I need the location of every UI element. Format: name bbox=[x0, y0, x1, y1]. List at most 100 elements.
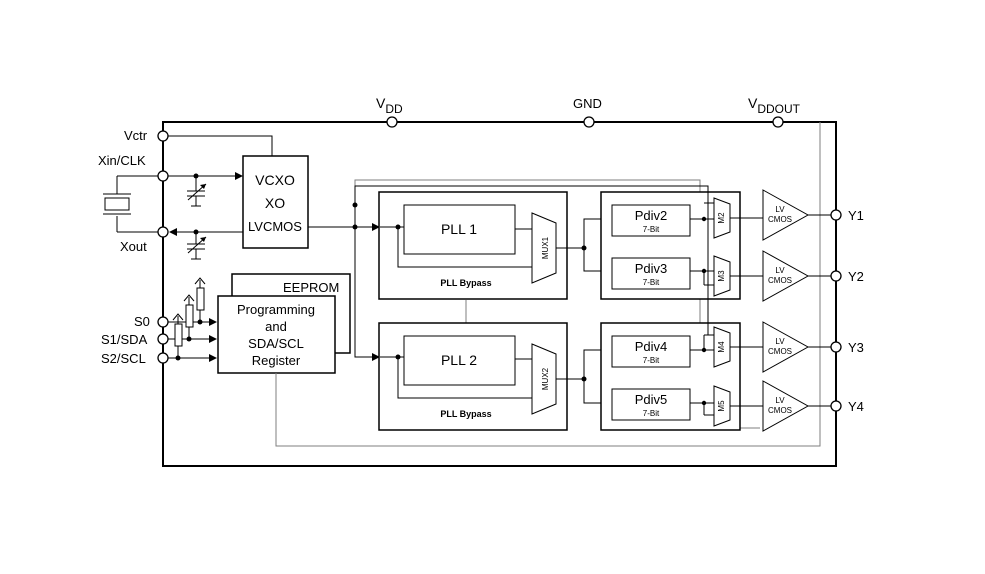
y1-label: Y1 bbox=[848, 208, 864, 223]
pdiv4-label: Pdiv4 bbox=[635, 339, 668, 354]
s1-pin-circle bbox=[157, 333, 169, 345]
xout-variable-capacitor-icon bbox=[187, 232, 207, 260]
programming-register-block: Programming and SDA/SCL Register bbox=[217, 295, 336, 374]
y2-pin-circle bbox=[830, 270, 842, 282]
s0-pullup-resistor-icon bbox=[196, 287, 205, 311]
pdiv5-label: Pdiv5 bbox=[635, 392, 668, 407]
chip-outline bbox=[162, 121, 837, 467]
pdiv5-block bbox=[611, 388, 691, 421]
xin-pin-circle bbox=[157, 170, 169, 182]
pdiv3-bits-label: 7-Bit bbox=[643, 278, 660, 287]
s0-label: S0 bbox=[134, 314, 150, 329]
mux2-shape bbox=[531, 343, 557, 415]
buffer-y4: LV CMOS bbox=[762, 380, 810, 432]
lvcmos-osc-label: LVCMOS bbox=[248, 219, 302, 234]
pll1-core bbox=[403, 204, 516, 255]
mux-to-buffer-wires bbox=[730, 217, 763, 407]
buffer-y3-lv-label: LV bbox=[775, 337, 785, 346]
xin-label: Xin/CLK bbox=[98, 153, 146, 168]
m3-shape bbox=[713, 255, 731, 297]
pdiv5-bits-label: 7-Bit bbox=[643, 409, 660, 418]
pll1-bypass-label: PLL Bypass bbox=[440, 278, 491, 288]
pdiv3-label: Pdiv3 bbox=[635, 261, 668, 276]
sda-scl-label: SDA/SCL bbox=[248, 336, 304, 351]
m4-shape bbox=[713, 326, 731, 368]
eeprom-label: EEPROM bbox=[283, 280, 339, 295]
m5-label: M5 bbox=[717, 400, 726, 412]
pdiv4-bits-label: 7-Bit bbox=[643, 356, 660, 365]
buffer-output-wires bbox=[808, 214, 831, 407]
pll2-core bbox=[403, 335, 516, 386]
s1-pullup-resistor-icon bbox=[185, 304, 194, 328]
s2-label: S2/SCL bbox=[101, 351, 146, 366]
xout-label: Xout bbox=[120, 239, 147, 254]
control-inputs bbox=[168, 277, 217, 362]
divider-group-2: Pdiv4 7-Bit Pdiv5 7-Bit M4 M5 bbox=[600, 322, 741, 431]
pll2-bypass-label: PLL Bypass bbox=[440, 409, 491, 419]
s2-pullup-resistor-icon bbox=[174, 323, 183, 347]
buffer-y1: LV CMOS bbox=[762, 189, 810, 241]
pll2-label: PLL 2 bbox=[441, 352, 477, 368]
buffer-y2: LV CMOS bbox=[762, 250, 810, 302]
m2-label: M2 bbox=[717, 212, 726, 224]
buffer-y3: LV CMOS bbox=[762, 321, 810, 373]
programming-label: Programming bbox=[237, 302, 315, 317]
vctr-wire bbox=[168, 135, 273, 156]
pll1-label: PLL 1 bbox=[441, 221, 477, 237]
mux1-label: MUX1 bbox=[541, 236, 550, 259]
y4-pin-circle bbox=[830, 400, 842, 412]
m3-label: M3 bbox=[717, 270, 726, 282]
vdd-pin-circle bbox=[386, 116, 398, 128]
register-label: Register bbox=[252, 353, 301, 368]
s0-pin-circle bbox=[157, 316, 169, 328]
xin-arrow bbox=[235, 172, 243, 180]
y4-label: Y4 bbox=[848, 399, 864, 414]
divider-group-1: Pdiv2 7-Bit Pdiv3 7-Bit M2 M3 bbox=[600, 191, 741, 300]
m4-label: M4 bbox=[717, 341, 726, 353]
pdiv3-block bbox=[611, 257, 691, 290]
gnd-pin-circle bbox=[583, 116, 595, 128]
xin-variable-capacitor-icon bbox=[187, 176, 207, 207]
crystal-icon bbox=[103, 175, 163, 233]
m2-shape bbox=[713, 197, 731, 239]
vcxo-label: VCXO bbox=[255, 172, 295, 188]
control-bus-wire bbox=[275, 122, 821, 447]
pdiv2-block bbox=[611, 204, 691, 237]
y3-pin-circle bbox=[830, 341, 842, 353]
y3-label: Y3 bbox=[848, 340, 864, 355]
pdiv4-block bbox=[611, 335, 691, 368]
pin-vddout: VDDOUT bbox=[748, 95, 801, 128]
buffer-y2-cmos-label: CMOS bbox=[768, 276, 792, 285]
oscillator-block: VCXO XO LVCMOS bbox=[242, 155, 309, 249]
buffer-y3-cmos-label: CMOS bbox=[768, 347, 792, 356]
buffer-y1-cmos-label: CMOS bbox=[768, 215, 792, 224]
pin-gnd: GND bbox=[573, 96, 602, 128]
vddout-pin-circle bbox=[772, 116, 784, 128]
pdiv2-bits-label: 7-Bit bbox=[643, 225, 660, 234]
pll1-block: PLL 1 MUX1 PLL Bypass bbox=[378, 191, 568, 300]
buffer-y4-cmos-label: CMOS bbox=[768, 406, 792, 415]
vddout-label: VDDOUT bbox=[748, 95, 801, 116]
pdiv2-label: Pdiv2 bbox=[635, 208, 668, 223]
osc-bypass-wire bbox=[354, 185, 714, 336]
s2-pin-circle bbox=[157, 352, 169, 364]
and-label: and bbox=[265, 319, 287, 334]
vctr-label: Vctr bbox=[124, 128, 148, 143]
s1-label: S1/SDA bbox=[101, 332, 148, 347]
buffer-y1-lv-label: LV bbox=[775, 205, 785, 214]
m5-shape bbox=[713, 385, 731, 427]
xout-arrow bbox=[169, 228, 177, 236]
y1-pin-circle bbox=[830, 209, 842, 221]
buffer-y4-lv-label: LV bbox=[775, 396, 785, 405]
y2-label: Y2 bbox=[848, 269, 864, 284]
mux2-label: MUX2 bbox=[541, 367, 550, 390]
vdd-label: VDD bbox=[376, 95, 403, 116]
xo-label: XO bbox=[265, 195, 285, 211]
vctr-pin-circle bbox=[157, 130, 169, 142]
pll2-block: PLL 2 MUX2 PLL Bypass bbox=[378, 322, 568, 431]
buffer-y2-lv-label: LV bbox=[775, 266, 785, 275]
gnd-label: GND bbox=[573, 96, 602, 111]
xout-pin-circle bbox=[157, 226, 169, 238]
mux1-shape bbox=[531, 212, 557, 284]
